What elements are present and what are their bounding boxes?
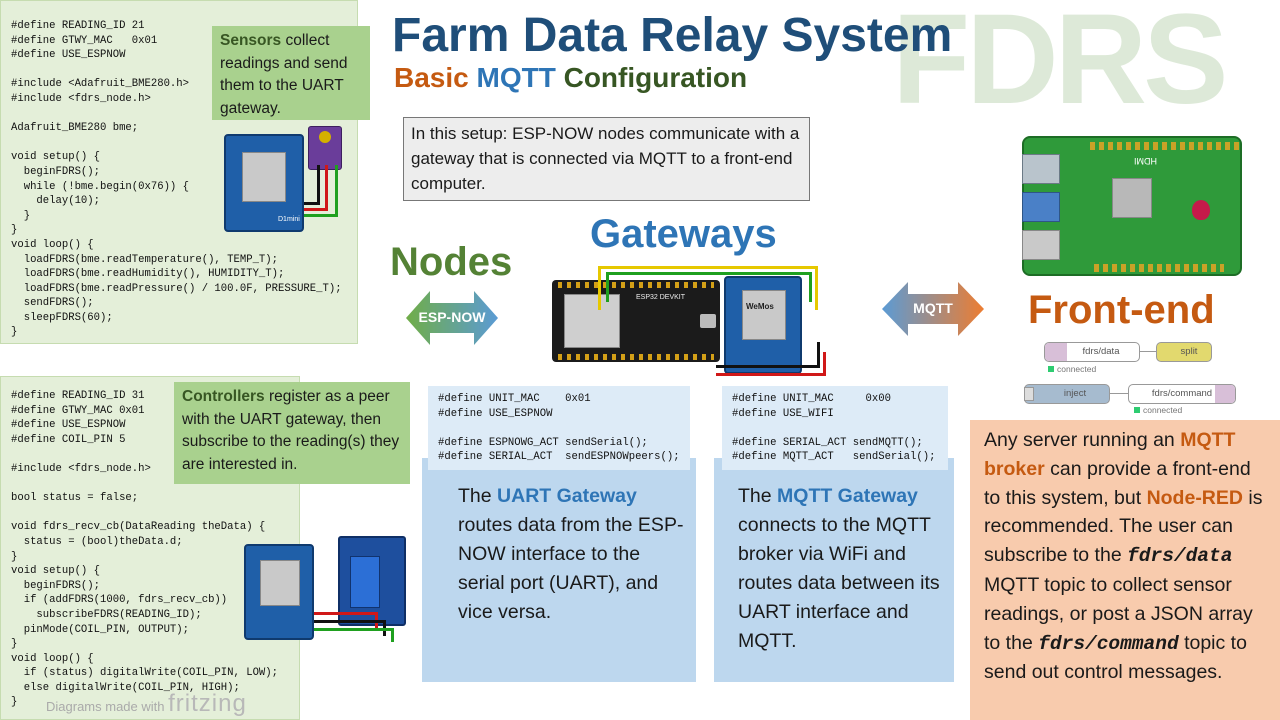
esp32-devkit-board: ESP32 DEVKIT — [552, 280, 720, 362]
ethernet-port — [1022, 230, 1060, 260]
controller-d1mini-board — [244, 544, 314, 640]
mqtt-desc-title: MQTT Gateway — [777, 485, 918, 507]
uart-code-box: #define UNIT_MAC 0x01 #define USE_ESPNOW… — [428, 386, 690, 470]
gateways-label: Gateways — [590, 212, 777, 256]
mqtt-out-icon — [1215, 385, 1235, 403]
server-p4: MQTT topic to collect sensor readings, o… — [984, 573, 1253, 654]
server-b2: Node-RED — [1146, 486, 1243, 509]
inject-button[interactable] — [1024, 387, 1034, 401]
gateway-d1mini-board: WeMos — [724, 276, 802, 374]
server-p3: is recommended. The user can subscribe t… — [984, 486, 1263, 567]
server-p1: Any server running an — [984, 429, 1181, 451]
uart-desc-text: routes data from the ESP-NOW interface t… — [458, 514, 684, 623]
sensor-callout-title: Sensors — [220, 32, 282, 49]
usb-port-1 — [1022, 154, 1060, 184]
controller-esp-chip — [260, 560, 300, 606]
controller-callout-title: Controllers — [182, 388, 265, 405]
server-p2: can provide a front-end to this system, … — [984, 457, 1251, 509]
sensor-esp-chip — [242, 152, 286, 202]
subtitle-config: Configuration — [563, 62, 748, 93]
esp32-label: ESP32 DEVKIT — [636, 294, 686, 301]
sensor-callout: Sensors collect readings and send them t… — [212, 26, 370, 120]
relay-module — [338, 536, 406, 626]
uart-gateway-panel — [422, 458, 696, 682]
intro-box: In this setup: ESP-NOW nodes communicate… — [403, 117, 810, 201]
nodered-mqtt-out-node: fdrs/command — [1128, 384, 1236, 404]
mqtt-gateway-desc: The MQTT Gateway connects to the MQTT br… — [738, 482, 952, 656]
uart-desc-pre: The — [458, 485, 498, 507]
fdrs-logo: FDRS — [892, 0, 1228, 131]
controller-callout: Controllers register as a peer with the … — [174, 382, 410, 484]
mqtt-in-icon — [1045, 343, 1067, 361]
controller-callout-text: register as a peer with the UART gateway… — [182, 388, 400, 473]
gateway-wire-yellow — [598, 266, 818, 310]
server-topic-command: fdrs/command — [1038, 632, 1179, 655]
nodered-status-2: connected — [1134, 405, 1182, 415]
nodes-label: Nodes — [390, 240, 513, 284]
mqtt-gateway-panel — [714, 458, 954, 682]
sensor-board-label: D1mini — [278, 216, 300, 223]
mqtt-desc-text: connects to the MQTT broker via WiFi and… — [738, 514, 940, 652]
nodered-split: split — [1180, 346, 1198, 357]
mqtt-code-box: #define UNIT_MAC 0x00 #define USE_WIFI #… — [722, 386, 948, 470]
server-p5: topic to send out control messages. — [984, 631, 1247, 684]
gateway-wire-black — [716, 342, 820, 368]
subtitle-basic: Basic — [394, 62, 469, 93]
fritzing-prefix: Diagrams made with — [46, 699, 165, 714]
sensor-wire-red — [304, 165, 328, 211]
pi-soc — [1112, 178, 1152, 218]
raspberry-icon — [1192, 200, 1210, 220]
uart-gateway-desc: The UART Gateway routes data from the ES… — [458, 482, 688, 627]
gateway-wire-red — [716, 352, 826, 376]
sensor-callout-text: collect readings and send them to the UA… — [220, 32, 348, 117]
gateway-esp-chip — [742, 290, 786, 340]
pi-hdmi-label: HDMI — [1134, 156, 1157, 166]
mqtt-arrow — [882, 282, 984, 336]
espnow-arrow — [406, 291, 498, 345]
fritzing-brand: fritzing — [168, 690, 247, 717]
mqtt-code: #define UNIT_MAC 0x00 #define USE_WIFI #… — [732, 393, 936, 464]
sensor-wire-black — [304, 165, 320, 205]
page-title: Farm Data Relay System — [392, 9, 953, 62]
mqtt-desc-pre: The — [738, 485, 778, 507]
sensor-code: #define READING_ID 21 #define GTWY_MAC 0… — [11, 20, 342, 339]
server-topic-data: fdrs/data — [1127, 545, 1233, 568]
gateway-wemos-label: WeMos — [746, 302, 774, 311]
nodered-mqtt-in-node: fdrs/data — [1044, 342, 1140, 362]
nodered-link-1 — [1140, 351, 1156, 352]
controller-code: #define READING_ID 31 #define GTWY_MAC 0… — [11, 390, 279, 709]
esp32-module — [564, 294, 620, 348]
nodered-inject: inject — [1063, 388, 1087, 399]
page-subtitle: Basic MQTT Configuration — [394, 62, 747, 94]
raspberry-pi-board: HDMI — [1022, 136, 1242, 276]
nodered-status-text-2: connected — [1143, 405, 1183, 415]
nodered-link-2 — [1110, 393, 1128, 394]
sensor-d1mini-board: D1mini — [224, 134, 304, 232]
mqtt-label: MQTT — [913, 300, 953, 316]
uart-code: #define UNIT_MAC 0x01 #define USE_ESPNOW… — [438, 393, 680, 464]
bme280-sensor — [308, 126, 342, 170]
nodered-data-topic: fdrs/data — [1082, 346, 1120, 357]
nodered-inject-node: inject — [1024, 384, 1110, 404]
controller-wire-green — [314, 628, 394, 642]
subtitle-mqtt: MQTT — [476, 62, 556, 93]
frontend-label: Front-end — [1028, 288, 1215, 332]
nodered-status-1: connected — [1048, 364, 1096, 374]
nodered-status-text-1: connected — [1057, 364, 1097, 374]
nodered-cmd-topic: fdrs/command — [1151, 388, 1213, 399]
server-desc-panel: Any server running an MQTT broker can pr… — [970, 420, 1280, 720]
server-b1: MQTT broker — [984, 429, 1236, 480]
sensor-wire-green — [304, 165, 338, 217]
fritzing-credit: Diagrams made with fritzing — [46, 690, 247, 718]
nodered-split-node: split — [1156, 342, 1212, 362]
usb-port-2 — [1022, 192, 1060, 222]
gateway-wire-green — [606, 272, 812, 302]
espnow-label: ESP-NOW — [418, 309, 486, 325]
uart-desc-title: UART Gateway — [497, 485, 637, 507]
